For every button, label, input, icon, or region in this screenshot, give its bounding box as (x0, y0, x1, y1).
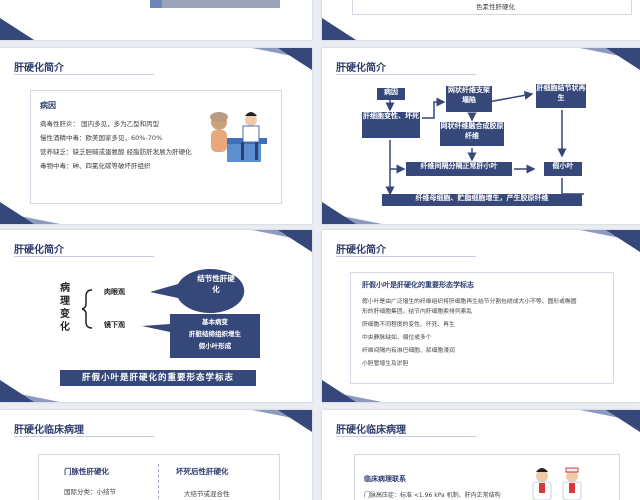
cause-line: 慢性酒精中毒：欧美国家多见，60%-70% (40, 134, 163, 142)
image-placeholder-accent (150, 0, 162, 8)
pathology-text-line: 肝细胞不同程度的变性、坏死、再生 (362, 322, 455, 328)
corner-triangle (0, 202, 34, 224)
pathology-label: 病 理 变 化 (58, 282, 72, 334)
doctor-patient-illustration (210, 112, 267, 162)
flow-node-degeneration: 肝细胞变性、坏死 (362, 112, 420, 138)
clinical-type-line: 国际分类：小结节 (64, 488, 116, 496)
pathology-char: 理 (60, 296, 70, 307)
pathology-text-heading: 肝假小叶是肝硬化的重要形态学标志 (362, 281, 474, 289)
cause-line: 毒物中毒：砷、四氯化碳等破坏肝组织 (40, 162, 151, 170)
micro-result-line: 基本病变 (202, 318, 228, 326)
corner-triangle (606, 230, 640, 252)
slide-pathology-text[interactable]: 肝硬化简介 肝假小叶是肝硬化的重要形态学标志 假小叶是由广泛增生的纤维组织将肝细… (322, 230, 640, 402)
clinical-correlation-line: 门脉高压症：标准 <1.96 kPa 机制、肝内正常结构 (364, 492, 501, 499)
micro-result-box: 基本病变 肝脏结缔组织增生 假小叶形成 (170, 314, 260, 358)
micro-result-arrow (142, 324, 170, 332)
banner: 肝假小叶是肝硬化的重要形态学标志 (60, 370, 256, 386)
clinical-types-box (38, 454, 280, 500)
flow-node-fiber-collapse: 网状纤维支架塌陷 (446, 86, 492, 112)
flow-node-pseudolobule: 假小叶 (544, 162, 582, 176)
bracket-brace (81, 289, 93, 329)
pathology-char: 变 (60, 309, 70, 320)
cause-line: 营养缺乏：缺乏胆碱或蛋氨酸 经脂肪肝发展为肝硬化 (40, 148, 192, 156)
flow-node-septa: 纤维间隔分隔正常肝小叶 (406, 162, 512, 176)
slide-title: 肝硬化简介 (336, 59, 476, 75)
micro-label: 镜下观 (104, 321, 125, 329)
corner-triangle (606, 48, 640, 70)
corner-triangle (278, 48, 312, 70)
doctors-illustration (532, 467, 582, 500)
corner-triangle (0, 18, 34, 40)
corner-triangle (322, 202, 356, 224)
slide-title: 肝硬化临床病理 (336, 421, 476, 437)
causes-heading: 病因 (40, 101, 56, 110)
micro-result-line: 假小叶形成 (198, 342, 232, 351)
pathology-text-line: 假小叶是由广泛增生的纤维组织将肝细胞再生结节分割包绕成大小不等、圆形或椭圆 (362, 299, 577, 305)
slide-top-left-partial[interactable] (0, 0, 312, 40)
corner-triangle (322, 18, 356, 40)
clinical-type-title: 坏死后性肝硬化 (176, 467, 229, 476)
slide-pathology-diagram[interactable]: 肝硬化简介 病 理 变 化 肉眼观 镜下观 结节性肝硬化 基本病变 肝脏结缔组织… (0, 230, 312, 402)
slide-title: 肝硬化简介 (14, 59, 154, 75)
flow-node-fibroblast: 纤维母细胞、贮脂细胞增生，产生胶原纤维 (382, 194, 582, 206)
pathology-char: 病 (60, 283, 70, 294)
flow-node-nodular-regen: 肝细胞结节状再生 (536, 84, 586, 108)
clinical-correlation-heading: 临床病理联系 (364, 475, 406, 483)
column-divider (158, 464, 159, 500)
flow-node-fiber-fusion: 网状纤维融合成胶原纤维 (440, 122, 504, 146)
corner-triangle (278, 410, 312, 432)
image-placeholder (150, 0, 280, 8)
corner-triangle (0, 380, 34, 402)
slide-intro-flowchart[interactable]: 肝硬化简介 病因 肝细胞变性、坏死 网状纤维支架塌陷 肝细胞结节状再生 网状纤维… (322, 48, 640, 224)
flow-node-cause: 病因 (377, 88, 405, 100)
gross-result-text: 结节性肝硬化 (197, 274, 235, 294)
corner-triangle (278, 230, 312, 252)
slide-intro-causes[interactable]: 肝硬化简介 病因 病毒性肝炎： 国内多见，多为乙型和丙型 慢性酒精中毒：欧美国家… (0, 48, 312, 224)
pathology-text-line: 纤维间隔内有淋巴细胞、浆细胞浸润 (362, 348, 455, 354)
gross-result-bubble (150, 269, 245, 313)
slide-title: 肝硬化临床病理 (14, 421, 154, 437)
micro-result-line: 肝脏结缔组织增生 (189, 330, 241, 339)
top-right-text: 色素性肝硬化 (476, 3, 515, 11)
pathology-text-box (350, 272, 614, 384)
slide-clinical-correlation[interactable]: 肝硬化临床病理 临床病理联系 门脉高压症：标准 <1.96 kPa 机制、肝内正… (322, 410, 640, 500)
slide-top-right-partial[interactable]: 色素性肝硬化 (322, 0, 640, 40)
clinical-type-line: 大结节或混合性 (184, 490, 230, 498)
pathology-text-line: 小胆管增生及淤胆 (362, 361, 409, 367)
slide-title: 肝硬化简介 (14, 241, 154, 257)
pathology-text-line: 中央静脉缺如、偏位或多个 (362, 335, 432, 341)
corner-triangle (606, 410, 640, 432)
slide-title: 肝硬化简介 (336, 241, 476, 257)
gross-label: 肉眼观 (104, 288, 125, 296)
pathology-text-line: 形的肝细胞集团。结节内肝细胞索排列紊乱 (362, 309, 473, 315)
slide-clinical-types[interactable]: 肝硬化临床病理 门脉性肝硬化 国际分类：小结节 坏死后性肝硬化 大结节或混合性 (0, 410, 312, 500)
top-right-box (352, 0, 632, 15)
cause-line: 病毒性肝炎： 国内多见，多为乙型和丙型 (40, 120, 160, 128)
pathology-char: 化 (60, 322, 70, 333)
clinical-type-title: 门脉性肝硬化 (64, 467, 109, 476)
corner-triangle (322, 380, 356, 402)
